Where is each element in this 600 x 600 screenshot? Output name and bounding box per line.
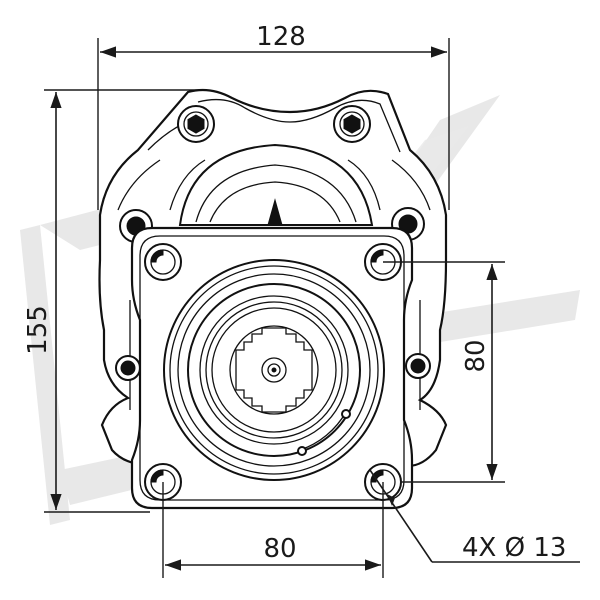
rear-bolt-top-right [333, 105, 371, 143]
retaining-ring [297, 409, 351, 456]
flange-hole-top-left [144, 243, 182, 281]
splined-shaft [229, 325, 319, 415]
rear-bolt-mid-left [119, 209, 153, 243]
dimension-height: 155 [23, 89, 200, 513]
hole-callout: 4X Ø 13 [369, 469, 580, 563]
dimension-bolt-vertical: 80 [383, 261, 505, 483]
dimension-bolt-vertical-label: 80 [461, 339, 491, 372]
rear-bolt-low-left [115, 355, 141, 381]
dimension-width: 128 [97, 22, 450, 210]
dimension-bolt-horizontal-label: 80 [263, 534, 296, 564]
hole-callout-label: 4X Ø 13 [462, 533, 566, 563]
rear-bolt-low-right [405, 353, 431, 379]
dimension-width-label: 128 [256, 22, 306, 52]
rear-bolt-top-left [177, 105, 215, 143]
dimension-height-label: 155 [23, 305, 53, 355]
dimension-bolt-horizontal: 80 [162, 482, 384, 578]
